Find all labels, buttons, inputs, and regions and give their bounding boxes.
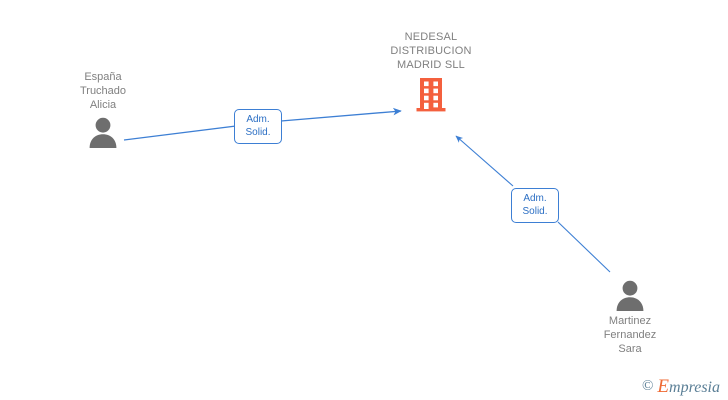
person-icon (616, 280, 644, 311)
connector-line-person-left-a (123, 125, 237, 141)
connector-line-person-right-b (455, 135, 514, 187)
person-icon-wrap-right (565, 280, 695, 311)
relation-label-adm-solid-left[interactable]: Adm. Solid. (234, 109, 282, 144)
person-name-right: Martinez Fernandez Sara (603, 315, 657, 355)
connector-line-person-right-a (557, 221, 611, 273)
copyright-icon: © (642, 378, 654, 394)
connector-line-person-left-b (280, 107, 402, 122)
building-icon (416, 78, 446, 112)
person-node-left[interactable]: España Truchado Alicia (38, 70, 168, 148)
company-icon-wrap (366, 78, 496, 112)
empresia-watermark: © Empresia (642, 377, 720, 396)
empresia-logo: Empresia (657, 377, 720, 396)
relation-label-adm-solid-right[interactable]: Adm. Solid. (511, 188, 559, 223)
company-title: NEDESAL DISTRIBUCION MADRID SLL (390, 31, 472, 71)
person-icon (89, 117, 117, 148)
empresia-logo-initial: E (657, 376, 670, 397)
empresia-logo-rest: mpresia (669, 379, 720, 396)
person-node-right[interactable]: Martinez Fernandez Sara (565, 280, 695, 356)
person-name-left: España Truchado Alicia (79, 71, 127, 111)
person-icon-wrap-left (38, 117, 168, 148)
company-node[interactable]: NEDESAL DISTRIBUCION MADRID SLL (366, 30, 496, 112)
